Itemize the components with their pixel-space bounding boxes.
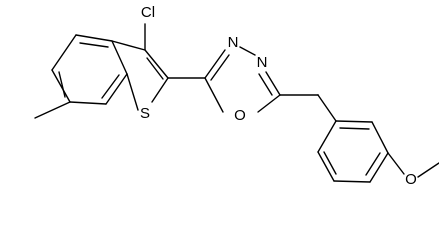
double-bond [210, 54, 230, 81]
bond [105, 73, 128, 105]
double-bond [258, 73, 273, 96]
methyl-bond [34, 101, 71, 119]
double-bond [79, 42, 109, 48]
ring-oxygen-label: O [234, 107, 246, 124]
bond [151, 77, 169, 103]
structure-canvas: Cl S N N O O [34, 4, 439, 188]
double-bond [101, 74, 120, 99]
double-bond [146, 57, 164, 80]
nitrogen-label-right: N [257, 54, 268, 71]
benzene-ring-left [51, 34, 128, 105]
double-bond [339, 127, 370, 130]
bond [111, 40, 146, 51]
bond [369, 152, 389, 183]
bond [371, 121, 389, 154]
benzene-ring-right [317, 94, 389, 183]
chlorine-label: Cl [141, 4, 155, 21]
bond [257, 94, 281, 113]
methoxy-methyl-bond [417, 162, 439, 178]
methoxy-bond [387, 152, 405, 175]
bond [51, 69, 71, 103]
molecule-drawing: Cl S N N O O [34, 4, 439, 188]
bond [204, 77, 224, 113]
nitrogen-label-top: N [228, 34, 239, 51]
oxadiazole-ring [204, 46, 281, 113]
bond [265, 71, 281, 96]
bond [144, 49, 169, 79]
thiophene-ring [111, 40, 169, 111]
bond [126, 73, 139, 111]
sulfur-label: S [140, 105, 150, 122]
bond [111, 40, 128, 75]
methoxy-oxygen-label: O [405, 171, 417, 188]
bond [317, 120, 337, 153]
bond [69, 101, 107, 105]
bond [317, 94, 337, 122]
bond [333, 180, 371, 183]
bond [335, 120, 373, 123]
bond [51, 34, 77, 71]
double-bond [58, 71, 66, 98]
bond [239, 46, 256, 56]
double-bond [365, 152, 381, 176]
double-bond [323, 151, 337, 175]
bond [204, 49, 226, 79]
bond [317, 151, 335, 182]
bond [75, 34, 113, 42]
